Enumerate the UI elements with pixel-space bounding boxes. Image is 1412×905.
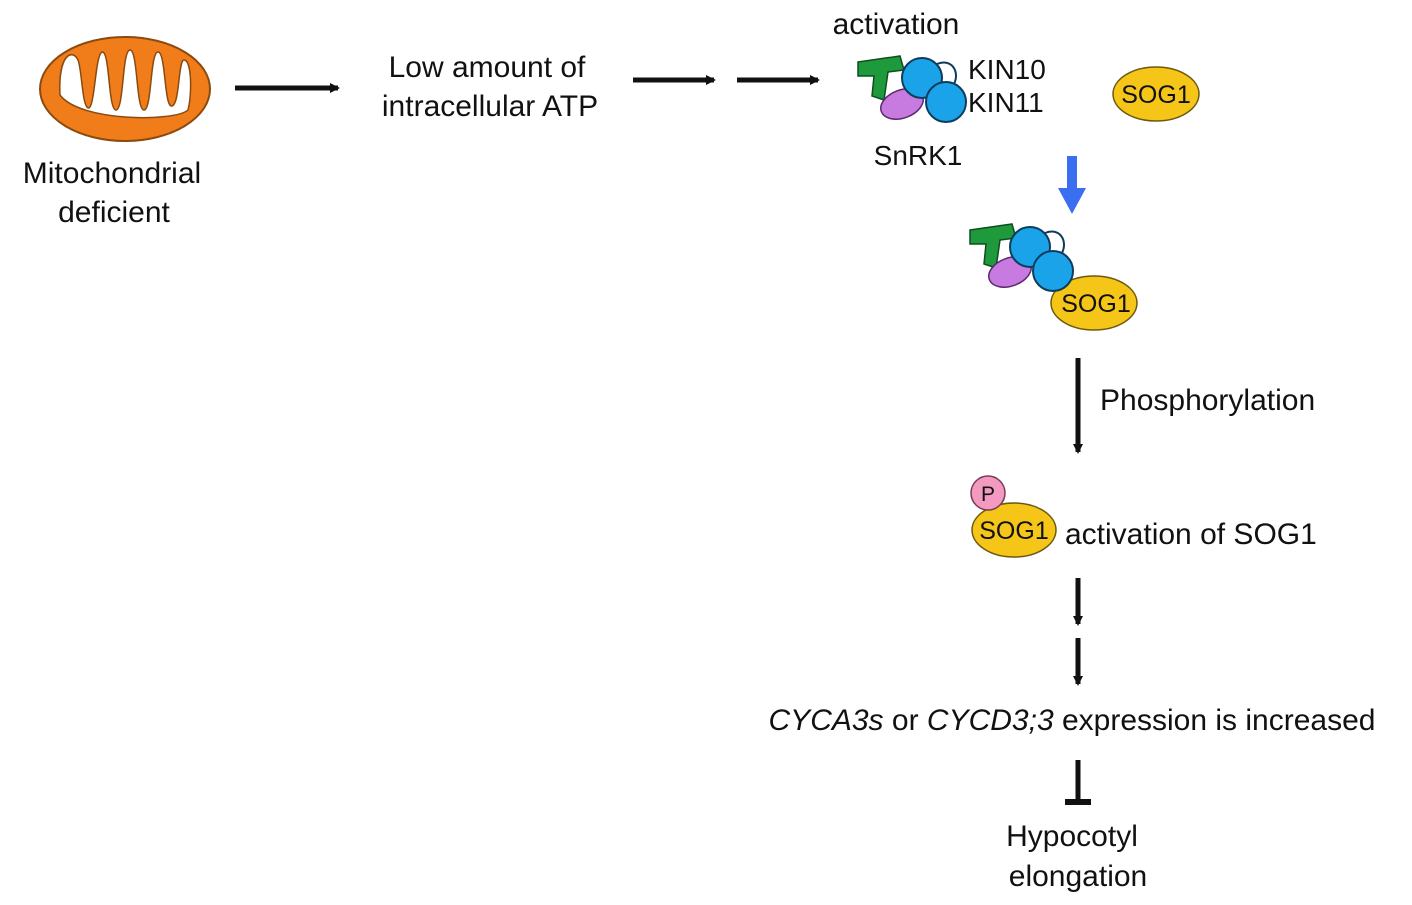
hypocotyl-label-line2: elongation xyxy=(1009,860,1147,893)
sog1-complex-label: SOG1 xyxy=(1061,290,1130,318)
sog1-free-label: SOG1 xyxy=(1121,81,1190,109)
blue-down-arrow xyxy=(1058,156,1086,214)
mito-label-line2: deficient xyxy=(58,196,170,229)
snrk1-sog1-complex-icon: SOG1 xyxy=(969,223,1138,331)
cycd33-text: CYCD3;3 xyxy=(927,704,1054,737)
sog1-phos-label: SOG1 xyxy=(979,517,1048,545)
phosphate-label: P xyxy=(981,483,995,506)
cyc-or-text: or xyxy=(884,704,927,737)
phosphorylated-sog1: P SOG1 xyxy=(970,475,1057,558)
cyc-expression-label: CYCA3s or CYCD3;3 expression is increase… xyxy=(769,704,1376,737)
snrk1-label: SnRK1 xyxy=(874,140,963,171)
inhibition-bar xyxy=(1065,760,1091,805)
cyca3s-text: CYCA3s xyxy=(769,704,884,737)
atp-label-line1: Low amount of xyxy=(389,51,586,84)
phosphorylation-label: Phosphorylation xyxy=(1100,384,1315,417)
atp-label-line2: intracellular ATP xyxy=(382,90,598,123)
kin11-label: KIN11 xyxy=(968,87,1044,118)
kin10-label: KIN10 xyxy=(968,54,1046,85)
snrk1-complex-icon xyxy=(857,55,967,123)
cyc-rest-text: expression is increased xyxy=(1054,704,1376,737)
sog1-free: SOG1 xyxy=(1112,66,1200,122)
activation-label: activation xyxy=(833,8,960,41)
mitochondrion-icon xyxy=(39,36,211,142)
mito-label-line1: Mitochondrial xyxy=(23,157,201,190)
activation-sog1-label: activation of SOG1 xyxy=(1065,518,1317,551)
hypocotyl-label-line1: Hypocotyl xyxy=(1006,820,1138,853)
